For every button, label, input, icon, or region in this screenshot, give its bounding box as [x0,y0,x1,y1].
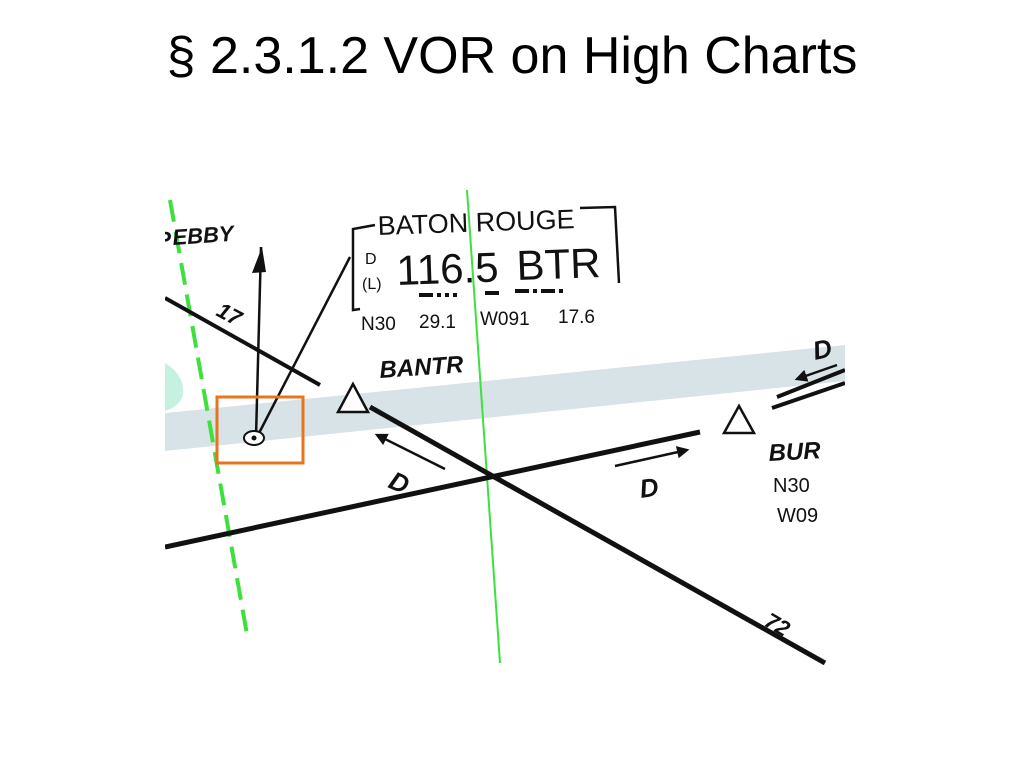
navaid-lat-min: 29.1 [419,312,456,333]
navaid-name: BATON ROUGE [377,204,575,241]
waypoint-right-name: BUR [768,437,822,467]
navaid-ident: BTR [516,239,602,289]
direction-arrow-far-right [794,363,838,382]
waypoint-right-lon: W09 [777,505,818,527]
boundary-dashed-line [168,199,250,641]
triangle-fix-icon [335,381,371,414]
route-17-line [165,296,321,387]
vor-leader-line-1 [254,246,263,438]
radial-72-label: 72 [761,608,795,642]
route-lower-line [165,429,701,550]
fix-left-prefix: P [165,227,172,253]
morse-code [419,289,563,297]
vor-highlight-box [215,395,305,465]
route-far-right-1 [771,381,845,410]
enroute-chart: BATON ROUGE D (L) 116.5 BTR N30 29.1 W09… [165,185,845,665]
enroute-chart-svg: BATON ROUGE D (L) 116.5 BTR N30 29.1 W09… [165,189,845,665]
vor-leader-line-2 [255,256,352,438]
triangle-fix-icon [721,403,757,435]
navaid-lat: N30 [361,314,396,335]
route-72-line [368,404,827,665]
airway-corridor [165,345,845,451]
navaid-box-left-bracket [351,223,376,312]
navaid-lon: W091 [480,309,530,330]
navaid-dme-mark: D [365,251,377,268]
vor-icon [243,430,265,446]
water-area [165,363,184,411]
direction-arrow-right [614,446,690,468]
navaid-box-right-bracket [579,205,621,284]
fix-left-label: EBBY [172,221,237,250]
navaid-class-mark: (L) [362,276,382,293]
intersection-name: BANTR [379,351,465,384]
navaid-lon-min: 17.6 [558,307,595,328]
waypoint-right-lat: N30 [773,475,810,497]
direction-mark-right: D [638,472,661,504]
slide-title: § 2.3.1.2 VOR on High Charts [166,27,858,85]
route-far-right-2 [776,368,845,399]
isogonic-line [466,189,501,664]
vor-leader-arrow [252,247,266,273]
direction-arrow-left [374,433,446,471]
navaid-frequency: 116.5 [396,243,500,294]
